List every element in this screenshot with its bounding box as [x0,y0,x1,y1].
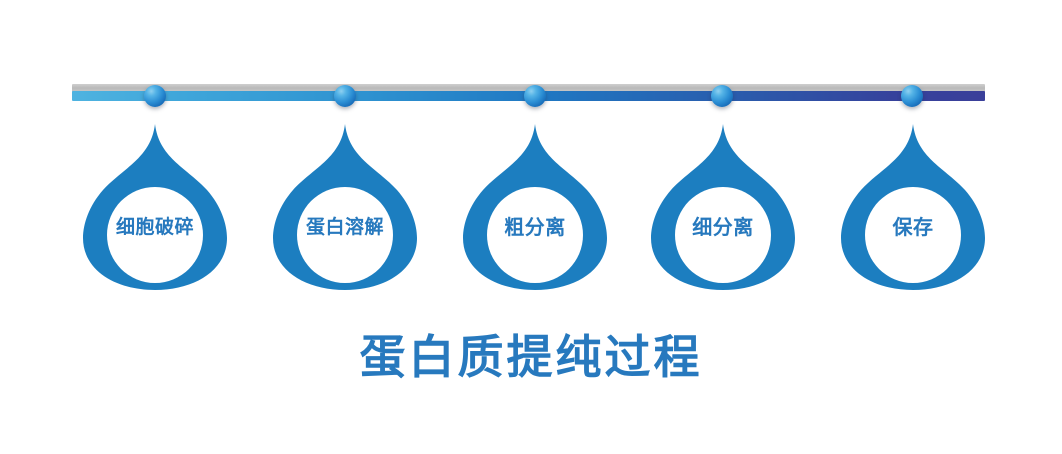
timeline-node-5[interactable] [901,85,923,107]
step-droplet-3[interactable]: 粗分离 [455,118,615,294]
step-droplet-2[interactable]: 蛋白溶解 [265,118,425,294]
step-droplet-1[interactable]: 细胞破碎 [75,118,235,294]
timeline-node-2[interactable] [334,85,356,107]
step-droplet-4[interactable]: 细分离 [643,118,803,294]
timeline-node-1[interactable] [144,85,166,107]
process-timeline [0,0,1062,140]
timeline-node-4[interactable] [711,85,733,107]
page-title: 蛋白质提纯过程 [359,331,703,383]
step-droplet-5[interactable]: 保存 [833,118,993,294]
timeline-node-3[interactable] [524,85,546,107]
process-steps: 细胞破碎 蛋白溶解 [75,118,993,294]
